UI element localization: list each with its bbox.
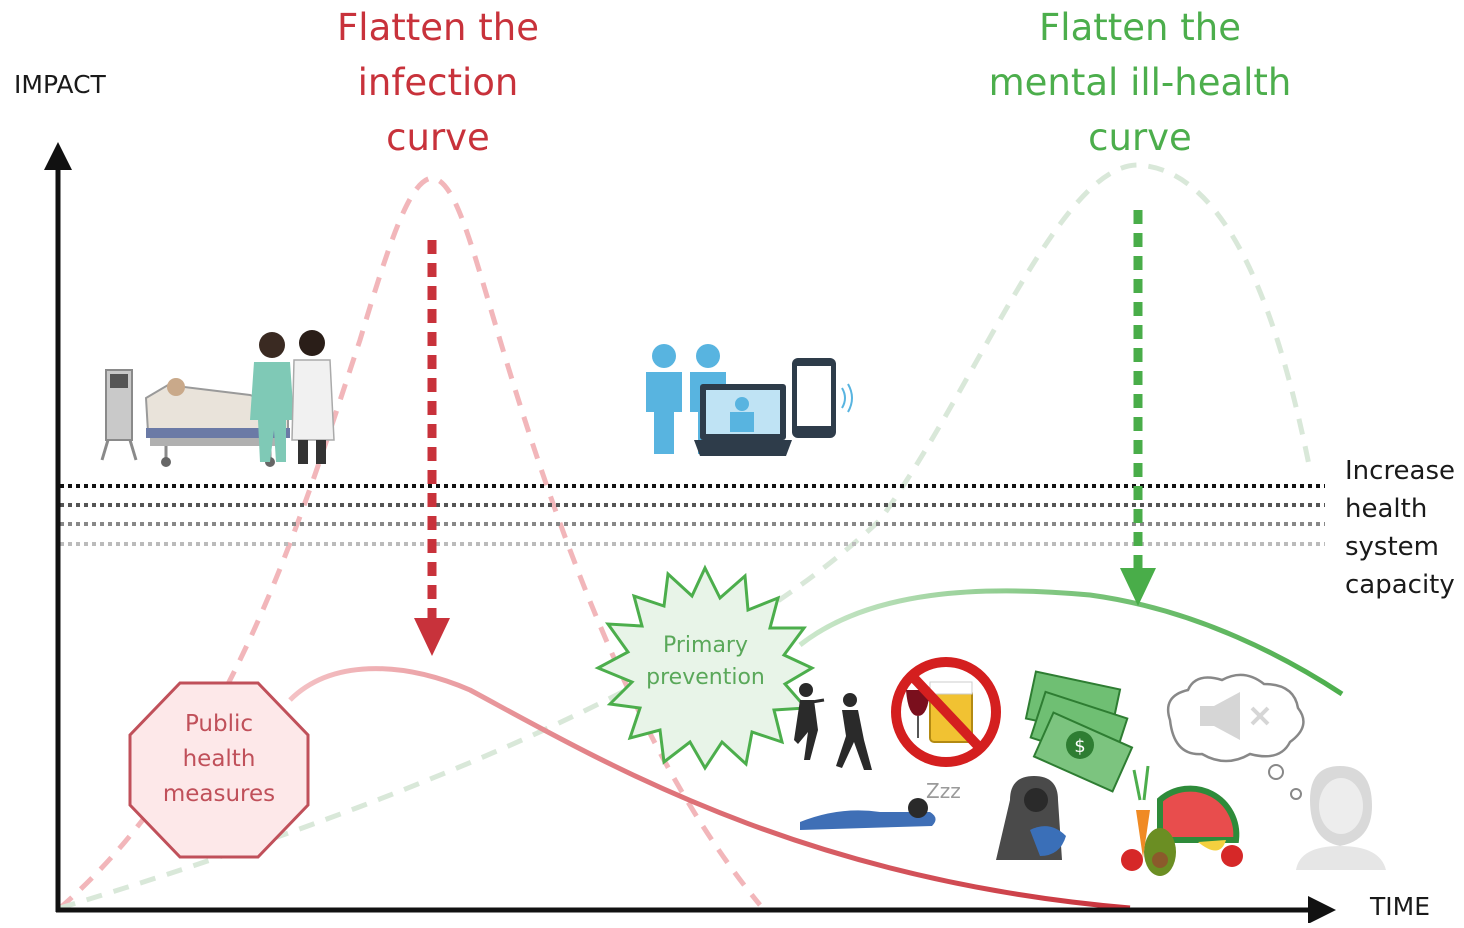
mental-title: Flatten the mental ill-health curve [960, 0, 1320, 165]
public-health-line-3: measures [162, 781, 276, 807]
capacity-label: Increase health system capacity [1345, 452, 1455, 604]
public-health-line-2: health [182, 746, 256, 772]
infection-flatten-arrow-head [414, 618, 450, 656]
fruit-vegetables-icon [1121, 765, 1243, 876]
mental-title-line-1: Flatten the [1039, 6, 1241, 49]
public-health-octagon [128, 681, 310, 859]
mental-title-line-3: curve [1088, 116, 1192, 159]
sleep-text: Zzz [926, 779, 961, 803]
capacity-label-line-4: capacity [1345, 570, 1455, 600]
infection-title: Flatten the infection curve [288, 0, 588, 165]
infection-flattened-curve [288, 666, 1131, 911]
y-axis-arrowhead [44, 142, 72, 170]
public-health-label: Public health measures [130, 707, 308, 812]
parent-child-icon [996, 776, 1066, 860]
healthcare-workers-icon [250, 330, 335, 464]
primary-prevention-line-1: Primary [662, 633, 748, 658]
smartphone-icon [792, 358, 853, 438]
infection-peak-curve [58, 175, 762, 910]
laptop-video-call-icon [694, 384, 792, 456]
x-axis-label: TIME [1370, 892, 1431, 921]
primary-prevention-starburst [594, 564, 816, 771]
capacity-label-line-2: health [1345, 494, 1428, 524]
primary-prevention-label: Primary prevention [618, 630, 793, 694]
mental-flatten-arrow-head [1120, 568, 1156, 606]
mental-flattened-curve [798, 588, 1344, 697]
infection-title-line-1: Flatten the [337, 6, 539, 49]
infection-title-line-2: infection [357, 61, 519, 104]
no-alcohol-icon [891, 657, 1001, 767]
exercise-runners-icon [794, 683, 872, 770]
person-head-icon [1296, 766, 1386, 870]
svg-text:$: $ [1074, 736, 1085, 757]
x-axis-arrowhead [1308, 896, 1336, 924]
public-health-line-1: Public [184, 711, 254, 737]
infection-title-line-3: curve [386, 116, 490, 159]
capacity-label-line-1: Increase [1345, 456, 1456, 486]
mental-title-line-2: mental ill-health [988, 61, 1292, 104]
y-axis-label: IMPACT [14, 70, 106, 99]
sleeping-person-icon: Zzz [800, 779, 961, 830]
money-icon: $ [1024, 670, 1134, 793]
thought-bubble-mute-icon [1166, 673, 1305, 800]
primary-prevention-line-2: prevention [646, 665, 765, 690]
capacity-label-line-3: system [1345, 532, 1439, 562]
